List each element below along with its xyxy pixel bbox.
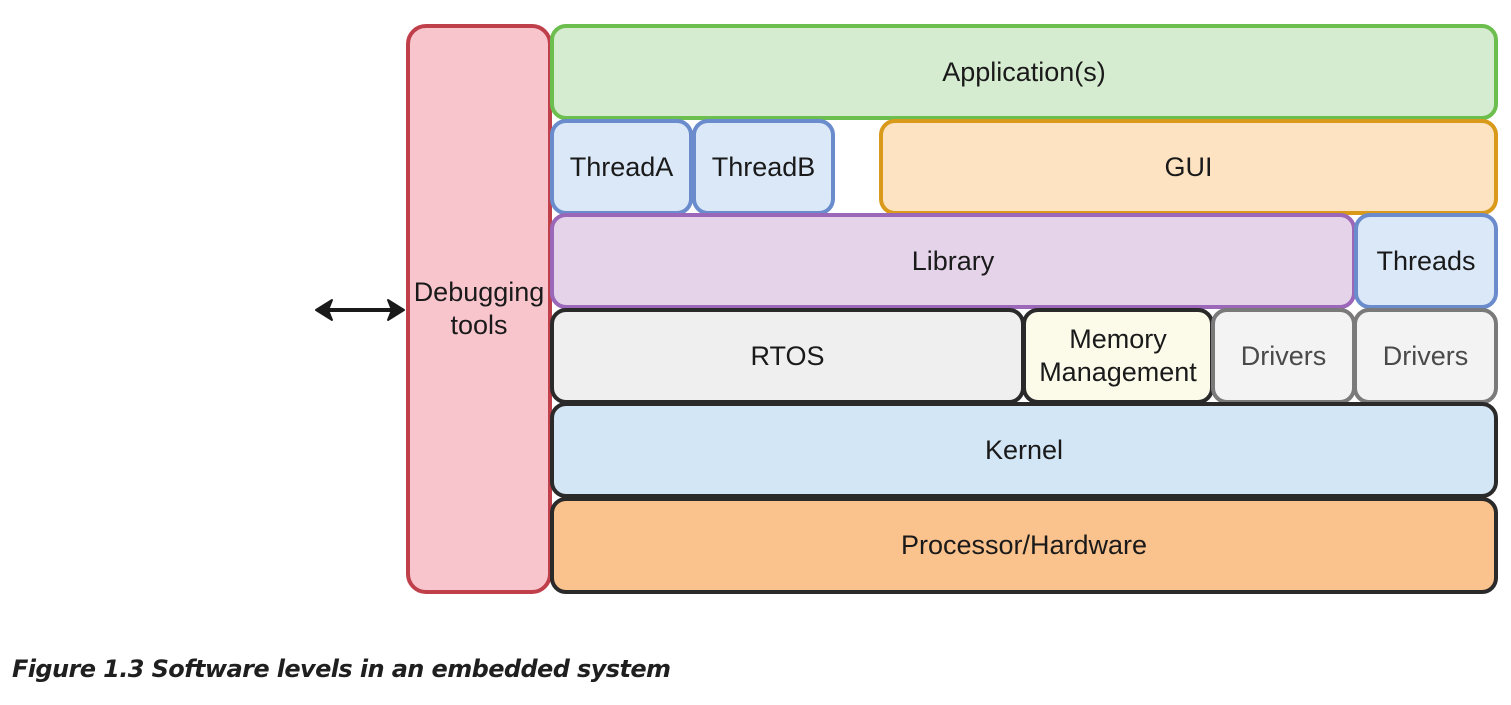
threads-label: Threads <box>1376 245 1476 276</box>
application-box: Application(s) <box>550 24 1498 120</box>
thread-a-label: ThreadA <box>569 151 674 182</box>
thread-b-label: ThreadB <box>711 151 816 182</box>
debugging-tools-label: Debugging tools <box>413 277 545 340</box>
rtos-label: RTOS <box>750 340 825 371</box>
drivers-box-2: Drivers <box>1353 308 1498 404</box>
figure-caption: Figure 1.3 Software levels in an embedde… <box>12 655 671 683</box>
processor-hardware-label: Processor/Hardware <box>900 530 1148 560</box>
gui-box: GUI <box>879 119 1498 215</box>
drivers-label-1: Drivers <box>1240 340 1327 371</box>
application-label: Application(s) <box>942 56 1106 87</box>
kernel-label: Kernel <box>984 434 1064 465</box>
memory-management-label: Memory Management <box>1039 324 1197 387</box>
bidirectional-arrow-icon <box>315 299 405 321</box>
drivers-label-2: Drivers <box>1382 340 1469 371</box>
gui-label: GUI <box>1164 151 1213 182</box>
rtos-box: RTOS <box>550 308 1025 404</box>
threads-box: Threads <box>1354 213 1498 309</box>
processor-hardware-box: Processor/Hardware <box>550 497 1498 594</box>
library-box: Library <box>550 213 1356 309</box>
kernel-box: Kernel <box>550 402 1498 498</box>
library-label: Library <box>911 245 995 276</box>
drivers-box-1: Drivers <box>1211 308 1356 404</box>
debugging-tools-box: Debugging tools <box>406 24 552 594</box>
thread-a-box: ThreadA <box>550 119 693 215</box>
thread-b-box: ThreadB <box>692 119 835 215</box>
memory-management-box: Memory Management <box>1022 308 1214 404</box>
